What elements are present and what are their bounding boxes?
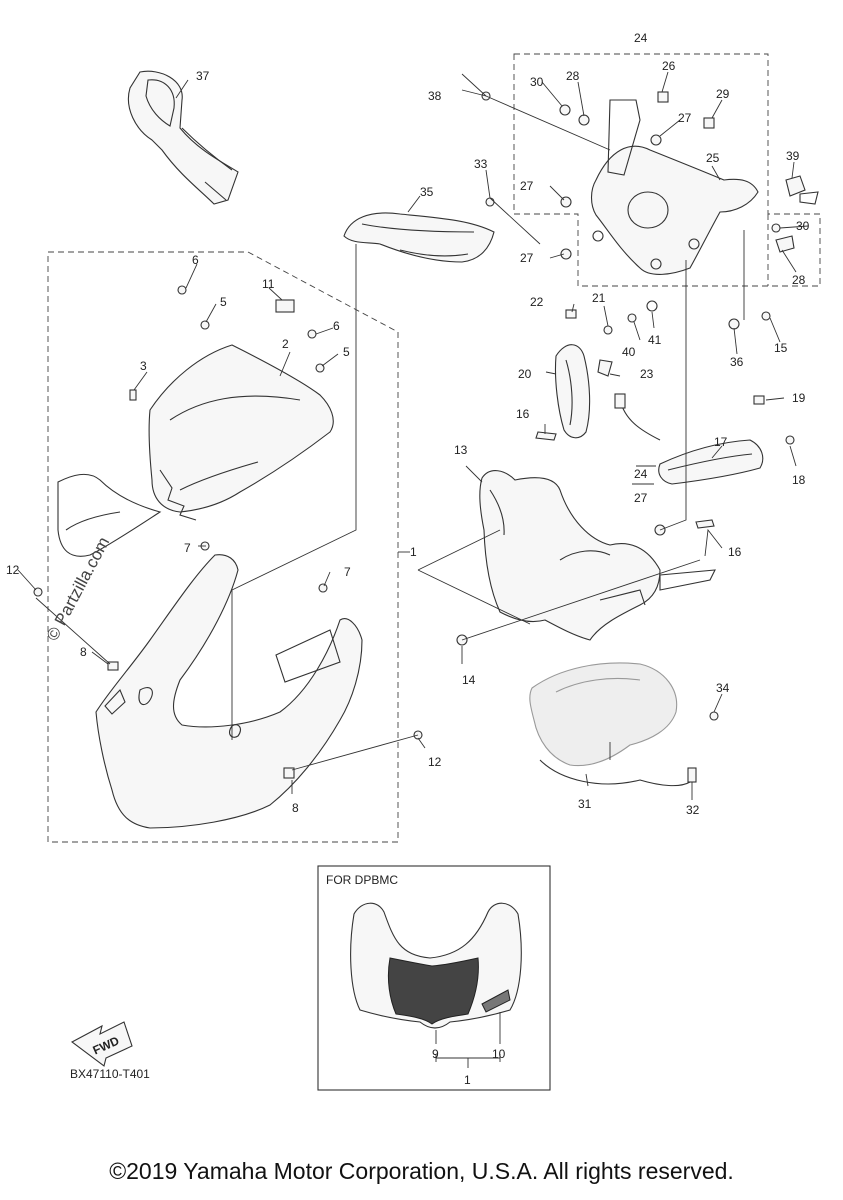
callout-c16b: 16: [728, 545, 742, 559]
callout-c32: 32: [686, 803, 700, 817]
callout-c29: 29: [716, 87, 730, 101]
callout-c27b: 27: [520, 179, 534, 193]
headlight-unit: [529, 662, 691, 787]
callout-c14: 14: [462, 673, 476, 687]
bracket-group-box: [513, 53, 821, 287]
callout-c19: 19: [792, 391, 806, 405]
inset-dpbmc: FOR DPBMC: [317, 865, 551, 1091]
diagram-code: BX47110-T401: [70, 1067, 150, 1081]
callout-c22: 22: [530, 295, 544, 309]
callout-c27frac: 27: [634, 491, 648, 505]
callout-c17: 17: [714, 435, 728, 449]
watermark: © Partzilla.com: [43, 534, 114, 644]
windscreen-part-2[interactable]: [148, 344, 334, 521]
callout-c36: 36: [730, 355, 744, 369]
callout-c11: 11: [262, 277, 275, 291]
callout-c5a: 5: [220, 295, 227, 309]
sidelight-part-20[interactable]: [554, 344, 591, 439]
callout-c27c: 27: [520, 251, 534, 265]
callout-c30b: 30: [796, 219, 810, 233]
callout-c27a: 27: [678, 111, 692, 125]
callout-c12a: 12: [6, 563, 20, 577]
callout-c23: 23: [640, 367, 654, 381]
callout-c31: 31: [578, 797, 592, 811]
callout-labels: 37 35 6 5 11 6 2 5 3 7 7 1 12 8 12 8 24 …: [6, 31, 810, 1087]
callout-c24b: 24: [634, 467, 648, 481]
cover-part-35[interactable]: [343, 212, 495, 263]
callout-c39: 39: [786, 149, 800, 163]
callout-c10: 10: [492, 1047, 506, 1061]
callout-c25: 25: [706, 151, 720, 165]
callout-c37: 37: [196, 69, 210, 83]
callout-c7a: 7: [184, 541, 191, 555]
callout-c13: 13: [454, 443, 468, 457]
callout-c24: 24: [634, 31, 648, 45]
bracket-fasteners: [481, 91, 819, 260]
callout-c12b: 12: [428, 755, 442, 769]
callout-c15: 15: [774, 341, 788, 355]
callout-c20: 20: [518, 367, 532, 381]
callout-c6b: 6: [333, 319, 340, 333]
copyright-notice: ©2019 Yamaha Motor Corporation, U.S.A. A…: [109, 1158, 734, 1184]
callout-c38: 38: [428, 89, 442, 103]
bracket-part-25[interactable]: [590, 99, 759, 275]
callout-c18: 18: [792, 473, 806, 487]
windscreen-group-box: [47, 251, 399, 843]
callout-c1: 1: [410, 545, 417, 559]
inner-panel-left: [57, 473, 162, 557]
callout-c3: 3: [140, 359, 147, 373]
callout-c30a: 30: [530, 75, 544, 89]
callout-c8b: 8: [292, 801, 299, 815]
callout-c7b: 7: [344, 565, 351, 579]
callout-c6a: 6: [192, 253, 199, 267]
callout-c1b: 1: [464, 1073, 471, 1087]
callout-c16a: 16: [516, 407, 530, 421]
inset-label: FOR DPBMC: [326, 873, 398, 887]
mirror-part-37[interactable]: [127, 70, 239, 205]
front-cowling-part-1[interactable]: [95, 554, 363, 829]
callout-c2: 2: [282, 337, 289, 351]
center-panel-part-13[interactable]: [479, 470, 716, 641]
callout-c40: 40: [622, 345, 636, 359]
callout-c21: 21: [592, 291, 606, 305]
callout-c28b: 28: [792, 273, 806, 287]
callout-c34: 34: [716, 681, 730, 695]
fasteners-left: [33, 285, 423, 779]
callout-c8a: 8: [80, 645, 87, 659]
fwd-arrow-icon: FWD: [70, 1021, 133, 1067]
callout-c9: 9: [432, 1047, 439, 1061]
callout-c28a: 28: [566, 69, 580, 83]
leader-lines: [17, 71, 809, 800]
callout-c35: 35: [420, 185, 434, 199]
callout-c41: 41: [648, 333, 662, 347]
callout-c33: 33: [474, 157, 488, 171]
lightguide-part-17[interactable]: [614, 393, 764, 485]
callout-c26: 26: [662, 59, 676, 73]
callout-c5b: 5: [343, 345, 350, 359]
